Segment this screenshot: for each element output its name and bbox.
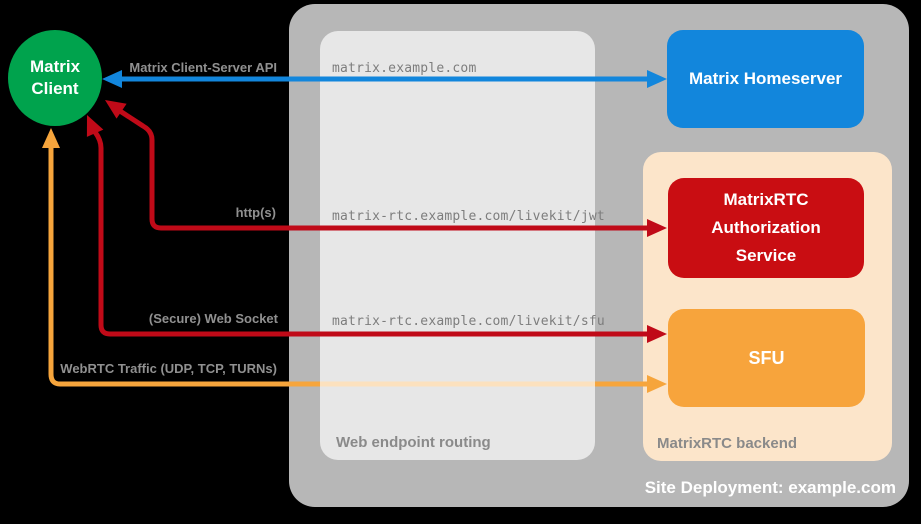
label-webrtc-traffic: WebRTC Traffic (UDP, TCP, TURNs) — [60, 361, 277, 376]
web-endpoint-routing-label: Web endpoint routing — [336, 434, 491, 451]
matrix-homeserver-node: Matrix Homeserver — [667, 30, 864, 128]
label-http: http(s) — [235, 205, 276, 220]
endpoint-livekit-jwt: matrix-rtc.example.com/livekit/jwt — [332, 209, 605, 224]
matrix-client-node: Matrix Client — [8, 30, 102, 126]
sfu-node: SFU — [668, 309, 865, 407]
http-arrowhead-client — [105, 100, 127, 119]
auth-service-node: MatrixRTC Authorization Service — [668, 178, 864, 278]
label-websocket: (Secure) Web Socket — [148, 311, 278, 326]
endpoint-matrix-example-com: matrix.example.com — [332, 61, 477, 76]
auth-service-label: MatrixRTC Authorization Service — [711, 190, 821, 265]
matrix-homeserver-label: Matrix Homeserver — [688, 69, 843, 88]
web-endpoint-routing-group: Web endpoint routing — [320, 31, 595, 460]
matrix-client-label: Matrix Client — [29, 57, 81, 98]
matrixrtc-backend-label: MatrixRTC backend — [657, 435, 798, 452]
api-arrowhead-client — [102, 70, 122, 88]
label-client-server-api: Matrix Client-Server API — [129, 60, 277, 75]
endpoint-livekit-sfu: matrix-rtc.example.com/livekit/sfu — [332, 314, 605, 329]
site-deployment-title: Site Deployment: example.com — [644, 478, 896, 497]
sfu-label: SFU — [748, 347, 785, 368]
webrtc-arrowhead-client — [42, 128, 60, 148]
